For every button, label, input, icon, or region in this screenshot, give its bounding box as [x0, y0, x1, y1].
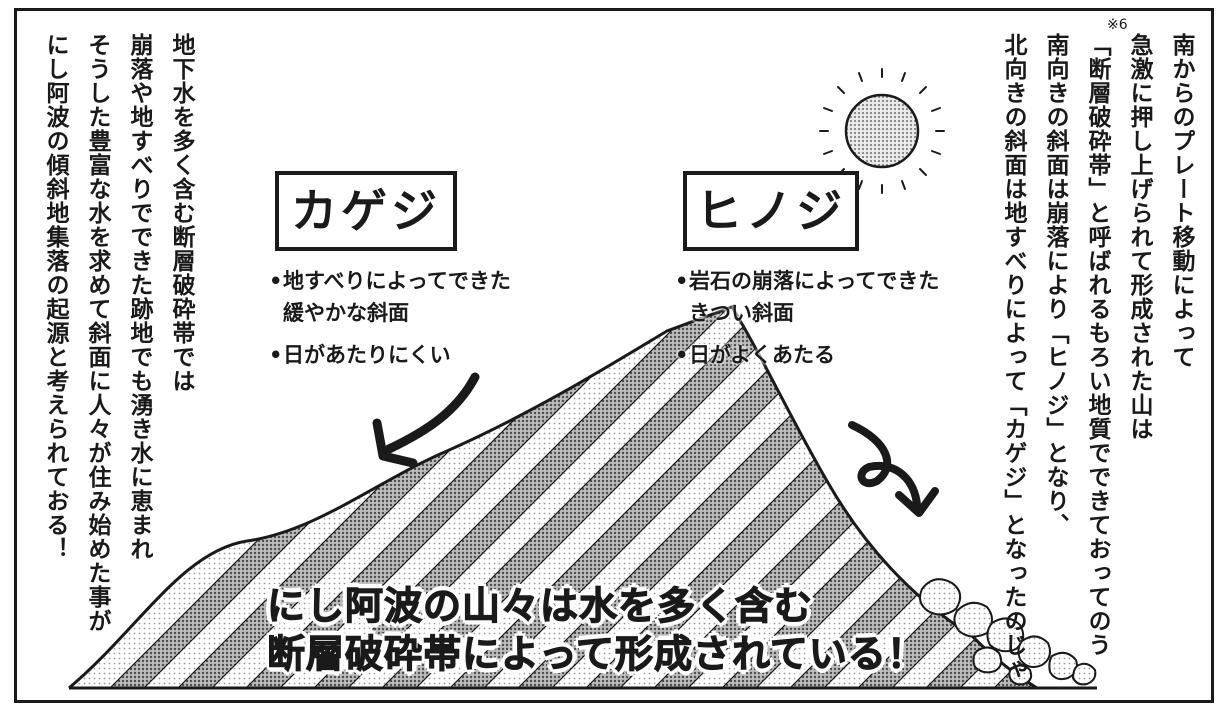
- kageji-label: カゲジ: [275, 171, 457, 251]
- manga-panel: ※6 南からのプレート移動によって 急激に押し上げられて形成された山は 「断層破…: [14, 8, 1214, 703]
- left-text-column-2: 崩落や地すべりでできた跡地でも湧き水に恵まれ: [126, 33, 152, 561]
- hinoji-label: ヒノジ: [683, 171, 859, 251]
- landslide-arrow-icon: [372, 372, 480, 468]
- stratum-band: [357, 307, 815, 688]
- right-text-column-2: 急激に押し上げられて形成された山は: [1126, 33, 1152, 441]
- right-text-column-4: 南向きの斜面は崩落により「ヒノジ」となり、: [1042, 33, 1068, 537]
- hinoji-point-2: •日がよくあたる: [675, 343, 835, 367]
- kageji-point-1: •地すべりによってできた: [269, 269, 511, 293]
- right-text-column-1: 南からのプレート移動によって: [1168, 33, 1194, 369]
- rockfall-arrow-icon: [848, 421, 939, 517]
- stratum-band: [289, 307, 747, 688]
- kageji-point-1-cont: 緩やかな斜面: [283, 301, 409, 325]
- left-text-column-4: にし阿波の傾斜地集落の起源と考えられておる！: [42, 33, 68, 561]
- right-text-column-5: 北向きの斜面は地すべりによって「カゲジ」となったのじゃ: [1000, 33, 1026, 681]
- left-text-column-1: 地下水を多く含む断層破砕帯では: [168, 33, 194, 393]
- note-marker: ※6: [1107, 17, 1128, 33]
- caption-line-2: 断層破砕帯によって形成されている！: [266, 631, 926, 676]
- hinoji-point-1-cont: きつい斜面: [689, 301, 794, 325]
- fallen-rocks: [919, 578, 1097, 686]
- stratum-band: [425, 307, 883, 688]
- right-text-column-3: 「断層破砕帯」と呼ばれるもろい地質でできておってのう: [1084, 33, 1110, 657]
- stratum-band: [221, 307, 679, 688]
- left-text-column-3: そうした豊富な水を求めて斜面に人々が住み始めた事が: [84, 33, 110, 633]
- caption-line-1: にし阿波の山々は水を多く含む: [266, 583, 814, 628]
- hinoji-point-1: •岩石の崩落によってできた: [675, 269, 940, 293]
- stratum-band: [1107, 291, 1211, 700]
- kageji-point-2: •日があたりにくい: [269, 343, 451, 367]
- mountain-illustration: [68, 68, 1211, 700]
